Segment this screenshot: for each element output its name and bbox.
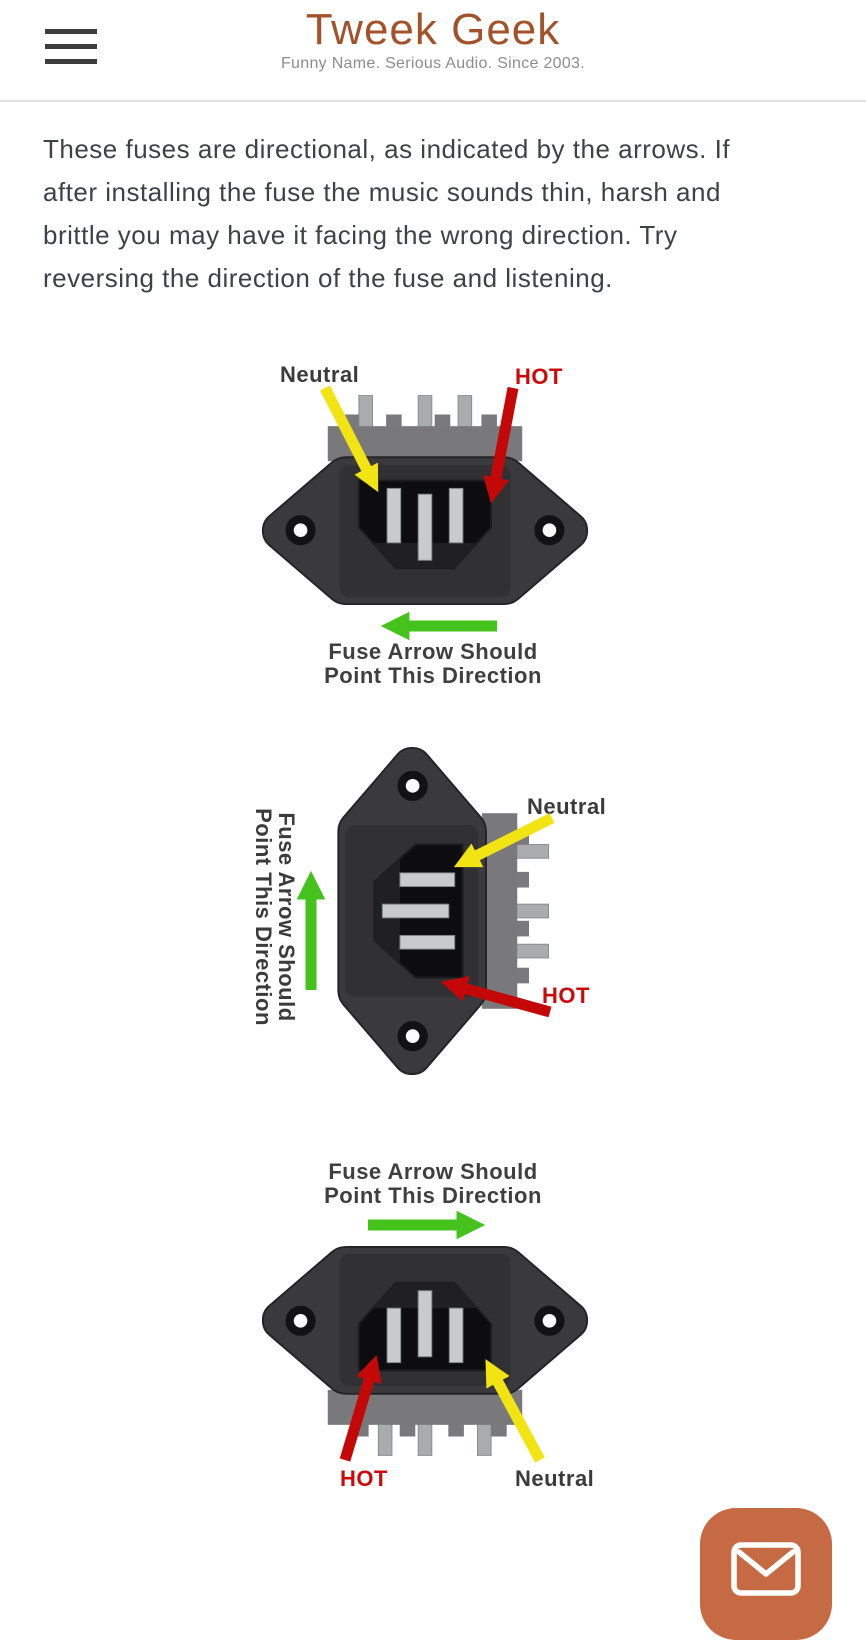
fuse-direction-caption: Fuse Arrow Should Point This Direction	[324, 1159, 542, 1208]
brand-tagline: Funny Name. Serious Audio. Since 2003.	[280, 55, 586, 72]
site-logo[interactable]: Tweek Geek Funny Name. Serious Audio. Si…	[0, 0, 866, 73]
neutral-label: Neutral	[527, 794, 607, 819]
iec-inlet-photo	[330, 735, 552, 1087]
site-header: Tweek Geek Funny Name. Serious Audio. Si…	[0, 0, 866, 102]
neutral-label: Neutral	[515, 1466, 595, 1491]
diagram-fuse-direction-top: Neutral HOT Fuse Arrow Should Point This…	[0, 340, 866, 720]
chat-button[interactable]	[700, 1508, 832, 1640]
intro-line: reversing the direction of the fuse and …	[43, 263, 613, 293]
iec-inlet-photo	[261, 395, 589, 606]
envelope-icon	[731, 1542, 801, 1596]
diagram-fuse-direction-middle: Fuse Arrow Should Point This Direction N…	[0, 720, 866, 1130]
hot-label: HOT	[542, 983, 590, 1008]
fuse-direction-caption: Fuse Arrow Should Point This Direction	[324, 639, 542, 688]
intro-line: after installing the fuse the music soun…	[43, 177, 721, 207]
intro-line: These fuses are directional, as indicate…	[43, 134, 731, 164]
intro-paragraph: These fuses are directional, as indicate…	[43, 128, 823, 300]
fuse-direction-caption: Fuse Arrow Should Point This Direction	[251, 808, 299, 1026]
hot-label: HOT	[515, 364, 563, 389]
menu-icon	[45, 28, 97, 34]
hot-label: HOT	[340, 1466, 388, 1491]
brand-name: Tweek Geek	[305, 5, 561, 54]
menu-button[interactable]	[45, 26, 97, 66]
iec-inlet-photo	[261, 1245, 589, 1456]
intro-line: brittle you may have it facing the wrong…	[43, 220, 678, 250]
neutral-label: Neutral	[280, 362, 360, 387]
